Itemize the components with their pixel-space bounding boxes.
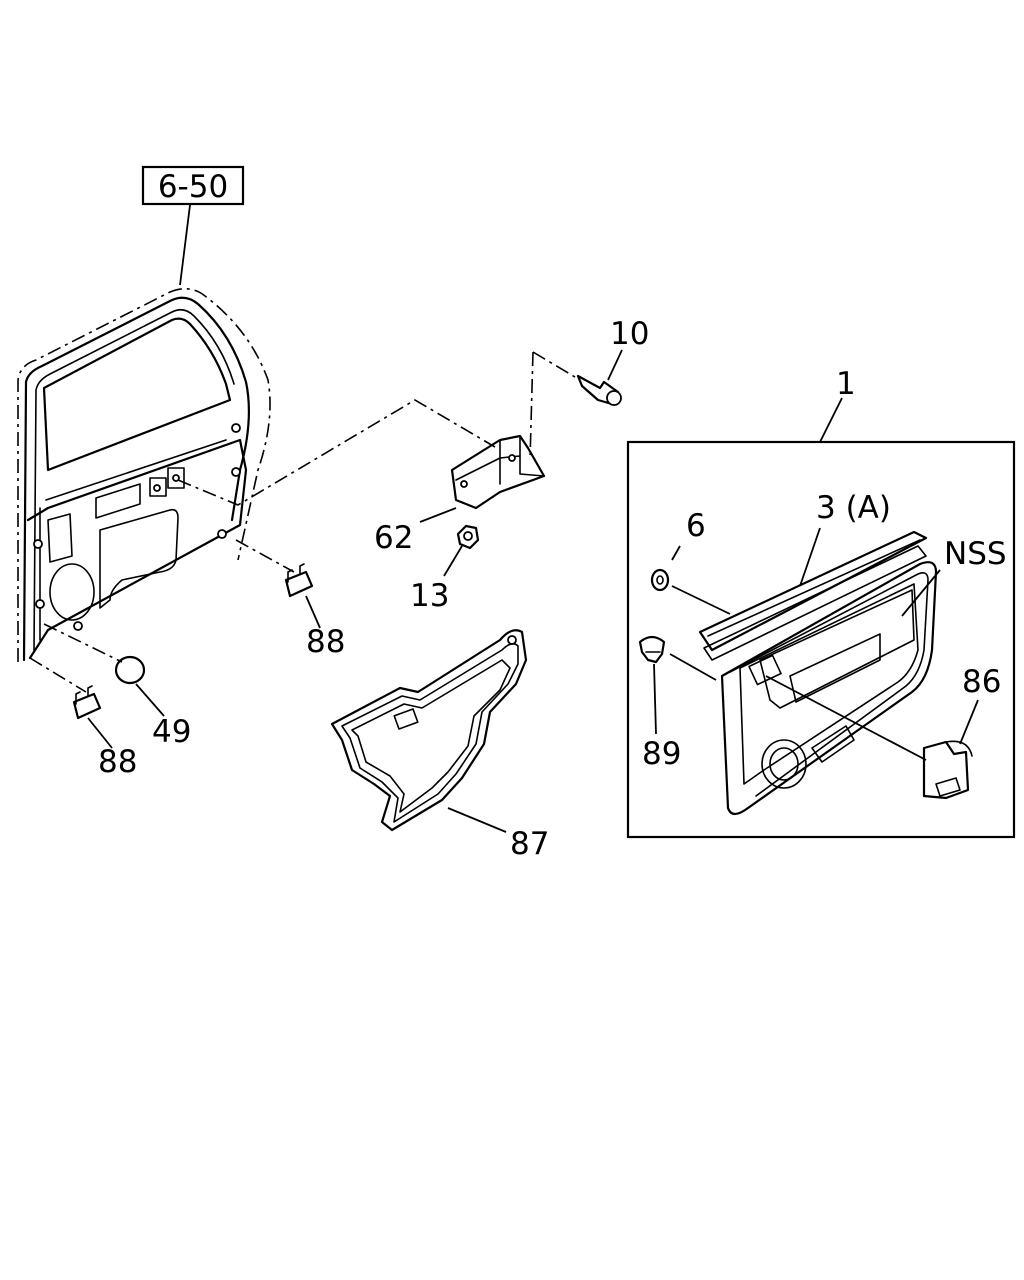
grommet-6[interactable] [650, 568, 670, 592]
bolt-10[interactable] [576, 374, 622, 406]
callout-13[interactable]: 13 [410, 578, 449, 614]
callout-10[interactable]: 10 [610, 316, 649, 352]
trim-panel-nss[interactable] [720, 561, 938, 816]
door-frame [17, 288, 271, 662]
clip-88-upper[interactable] [284, 563, 314, 598]
callout-88-upper[interactable]: 88 [306, 624, 345, 660]
weatherstrip-3a[interactable] [698, 530, 928, 661]
callout-88-lower[interactable]: 88 [98, 744, 137, 780]
callout-86[interactable]: 86 [962, 664, 1001, 700]
clip-89[interactable] [638, 635, 666, 664]
callout-62[interactable]: 62 [374, 520, 413, 556]
clip-88-lower[interactable] [72, 685, 102, 720]
nut-13[interactable] [456, 524, 480, 550]
clip-86[interactable] [922, 740, 973, 800]
callout-6[interactable]: 6 [686, 508, 706, 544]
callout-87[interactable]: 87 [510, 826, 549, 862]
callout-1[interactable]: 1 [836, 366, 856, 402]
callout-3a[interactable]: 3 (A) [816, 490, 891, 526]
reference-box[interactable]: 6-50 [141, 165, 245, 206]
callout-89[interactable]: 89 [642, 736, 681, 772]
reference-label: 6-50 [158, 169, 228, 205]
plug-49[interactable] [114, 655, 146, 685]
bracket-62[interactable] [450, 434, 546, 510]
callout-49[interactable]: 49 [152, 714, 191, 750]
callout-nss[interactable]: NSS [944, 536, 1007, 572]
seal-87[interactable] [330, 629, 528, 832]
